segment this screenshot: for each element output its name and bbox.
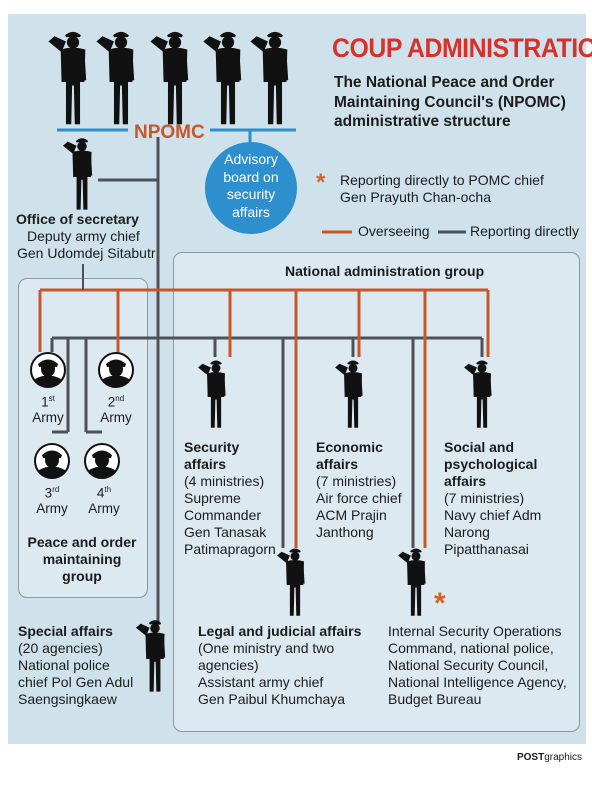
secretary-line-2: Gen Udomdej Sitabutr [17, 245, 156, 262]
security-title-1: Security [184, 439, 240, 455]
security-line-1: (4 ministries) [184, 473, 265, 490]
security-line-5: Patimapragorn [184, 541, 276, 558]
third-army-number: 3 [44, 485, 53, 501]
special-line-2: National police [18, 657, 110, 674]
internal-line-4: National Intelligence Agency, [388, 674, 567, 691]
social-title-3: affairs [444, 473, 487, 490]
footer-bold: POST [516, 752, 545, 763]
peace-order-group-label: Peace and order maintaining group [18, 534, 146, 585]
first-army-word: Army [32, 410, 64, 426]
fourth-army-number: 4 [96, 485, 105, 501]
internal-security-group: Internal Security Operations Command, na… [388, 623, 567, 708]
special-line-1: (20 agencies) [18, 640, 103, 657]
peace-order-line-2: maintaining [42, 551, 122, 568]
social-title-2: psychological [444, 456, 538, 473]
advisory-line-2: board on [223, 168, 279, 185]
third-army-label: 3rd Army [32, 485, 72, 517]
social-psychological-affairs: Social and psychological affairs (7 mini… [444, 439, 541, 559]
internal-line-3: National Security Council, [388, 657, 549, 674]
security-title-2: affairs [184, 456, 227, 473]
advisory-board-circle [205, 142, 297, 234]
security-line-2: Supreme [184, 490, 241, 507]
legend-asterisk-icon: * [316, 169, 326, 196]
legal-judicial-affairs: Legal and judicial affairs (One ministry… [198, 623, 361, 708]
legal-title: Legal and judicial affairs [198, 623, 362, 639]
national-administration-group-title: National administration group [285, 263, 485, 279]
fourth-army-suffix: th [104, 485, 112, 494]
fourth-army-icon [84, 443, 120, 479]
legend-reporting-label: Reporting directly [470, 223, 579, 239]
secretary-line-1: Deputy army chief [27, 228, 140, 245]
legend-reporting-chief-line-2: Gen Prayuth Chan-ocha [340, 189, 491, 206]
legal-line-1: (One ministry and two [198, 640, 335, 657]
npomc-label: NPOMC [134, 122, 205, 143]
social-line-1: (7 ministries) [444, 490, 525, 507]
economic-title-1: Economic [316, 439, 383, 455]
legend-overseeing-label: Overseeing [358, 223, 430, 239]
security-affairs: Security affairs (4 ministries) Supreme … [184, 439, 276, 559]
legend-reporting-chief-line-1: Reporting directly to POMC chief [340, 172, 544, 188]
second-army-label: 2nd Army [96, 394, 136, 426]
advisory-line-4: affairs [232, 203, 270, 220]
subtitle-line-3: administrative structure [334, 113, 511, 131]
legend-reporting-chief: Reporting directly to POMC chief Gen Pra… [340, 172, 544, 206]
economic-line-2: Air force chief [316, 490, 402, 507]
second-army-icon [98, 352, 134, 388]
internal-line-5: Budget Bureau [388, 691, 482, 708]
special-line-4: Saengsingkaew [18, 691, 117, 708]
second-army-suffix: nd [115, 394, 125, 403]
economic-line-3: ACM Prajin [316, 507, 387, 524]
social-line-3: Narong [444, 524, 490, 541]
economic-title-2: affairs [316, 456, 359, 473]
advisory-board-text: Advisory board on security affairs [205, 151, 297, 221]
social-line-2: Navy chief Adm [444, 507, 542, 524]
social-title-1: Social and [444, 439, 515, 455]
legal-line-3: Assistant army chief [198, 674, 324, 691]
chart-subtitle: The National Peace and Order Maintaining… [334, 73, 566, 132]
internal-asterisk-icon: * [434, 587, 446, 620]
security-line-4: Gen Tanasak [184, 524, 267, 541]
secretary-title: Office of secretary [16, 211, 139, 227]
first-army-suffix: st [48, 394, 55, 403]
office-of-secretary: Office of secretary Deputy army chief Ge… [16, 211, 156, 262]
internal-line-1: Internal Security Operations [388, 623, 562, 639]
internal-line-2: Command, national police, [388, 640, 554, 657]
advisory-line-1: Advisory [224, 151, 278, 167]
first-army-label: 1st Army [28, 394, 68, 426]
legal-line-2: agencies) [198, 657, 259, 674]
peace-order-line-3: group [62, 568, 102, 585]
first-army-icon [30, 352, 66, 388]
special-title: Special affairs [18, 623, 113, 639]
special-affairs: Special affairs (20 agencies) National p… [18, 623, 133, 708]
second-army-word: Army [100, 410, 132, 426]
social-line-4: Pipatthanasai [444, 541, 529, 558]
post-graphics-credit: POSTgraphics [517, 752, 582, 764]
third-army-icon [34, 443, 70, 479]
economic-line-4: Janthong [316, 524, 374, 541]
footer-light: graphics [544, 752, 582, 763]
subtitle-line-2: Maintaining Council's (NPOMC) [334, 93, 566, 111]
peace-order-line-1: Peace and order [27, 534, 137, 550]
fourth-army-label: 4th Army [84, 485, 124, 517]
first-army-number: 1 [41, 394, 49, 410]
chart-title: COUP ADMINISTRATION [332, 33, 592, 63]
economic-line-1: (7 ministries) [316, 473, 397, 490]
peace-order-group-box [18, 278, 148, 598]
economic-affairs: Economic affairs (7 ministries) Air forc… [316, 439, 402, 541]
fourth-army-word: Army [88, 501, 120, 517]
security-line-3: Commander [184, 507, 262, 524]
legal-line-4: Gen Paibul Khumchaya [198, 691, 346, 708]
special-line-3: chief Pol Gen Adul [18, 674, 134, 691]
second-army-number: 2 [107, 394, 116, 410]
advisory-line-3: security [226, 186, 276, 202]
third-army-suffix: rd [52, 485, 60, 494]
subtitle-line-1: The National Peace and Order [334, 74, 555, 91]
third-army-word: Army [36, 501, 68, 517]
national-administration-group-box [173, 252, 580, 732]
